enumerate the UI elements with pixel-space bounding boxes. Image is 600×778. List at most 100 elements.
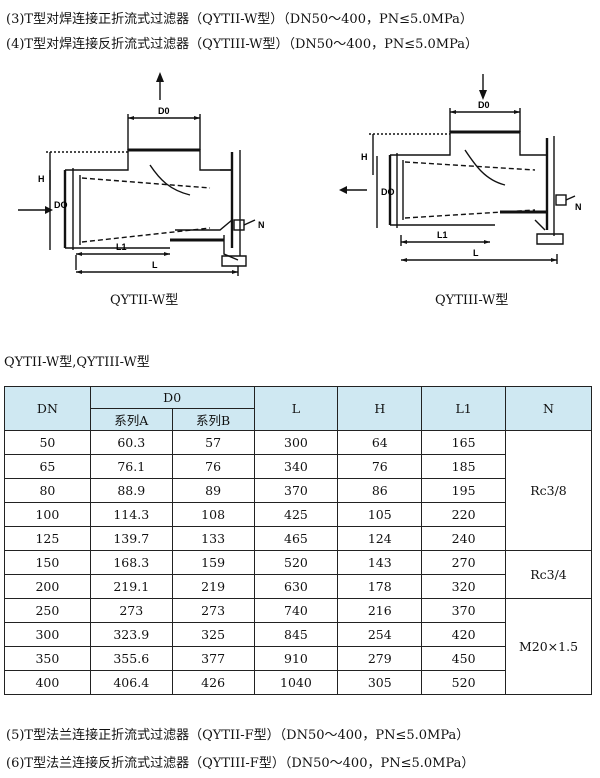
header-h: H: [337, 386, 423, 431]
cell-l1: 420: [421, 622, 507, 647]
cell-h: 178: [337, 574, 423, 599]
cell-series-a: 323.9: [89, 622, 173, 647]
header-series-a: 系列A: [89, 408, 173, 431]
label-l-left: L: [152, 260, 158, 270]
cell-series-b: 159: [171, 550, 255, 575]
cell-l: 425: [253, 502, 339, 527]
drawing-qytiii-w: D0 H DO L1 L N: [339, 74, 582, 264]
cell-h: 76: [337, 454, 423, 479]
cell-series-a: 88.9: [89, 478, 173, 503]
cell-l: 630: [253, 574, 339, 599]
label-d0-right: D0: [478, 100, 490, 110]
cell-l: 300: [253, 430, 339, 455]
footer-line-6: (6)T型法兰连接反折流式过滤器（QYTIII-F型）（DN50～400，PN≤…: [6, 756, 475, 771]
cell-l1: 195: [421, 478, 507, 503]
cell-series-b: 133: [171, 526, 255, 551]
caption-qytiii-w: QYTIII-W型: [435, 293, 509, 308]
cell-l1: 220: [421, 502, 507, 527]
footer-line-5: (5)T型法兰连接正折流式过滤器（QYTII-F型）（DN50～400，PN≤5…: [6, 728, 470, 743]
cell-h: 305: [337, 670, 423, 695]
cell-l: 370: [253, 478, 339, 503]
cell-h: 143: [337, 550, 423, 575]
cell-series-a: 219.1: [89, 574, 173, 599]
cell-l1: 165: [421, 430, 507, 455]
cell-dn: 400: [4, 670, 91, 695]
cell-dn: 80: [4, 478, 91, 503]
cell-h: 105: [337, 502, 423, 527]
header-d0: D0: [89, 386, 255, 409]
cell-l: 845: [253, 622, 339, 647]
cell-l1: 520: [421, 670, 507, 695]
header-n: N: [505, 386, 592, 431]
cell-l: 465: [253, 526, 339, 551]
cell-dn: 200: [4, 574, 91, 599]
cell-series-b: 377: [171, 646, 255, 671]
label-do-left: DO: [54, 200, 68, 210]
drawing-qytii-w: D0 H DO L1 L N: [18, 72, 265, 276]
cell-l: 740: [253, 598, 339, 623]
label-h-right: H: [361, 152, 368, 162]
header-l1: L1: [421, 386, 507, 431]
cell-series-b: 108: [171, 502, 255, 527]
cell-series-b: 273: [171, 598, 255, 623]
cell-h: 254: [337, 622, 423, 647]
caption-qytii-w: QYTII-W型: [110, 293, 179, 308]
cell-series-a: 406.4: [89, 670, 173, 695]
cell-dn: 250: [4, 598, 91, 623]
cell-series-b: 325: [171, 622, 255, 647]
cell-l1: 185: [421, 454, 507, 479]
label-l1-right: L1: [437, 230, 448, 240]
header-line-3: (3)T型对焊连接正折流式过滤器（QYTII-W型）（DN50～400，PN≤5…: [6, 12, 473, 27]
table-title: QYTII-W型,QYTIII-W型: [4, 355, 150, 370]
header-series-b: 系列B: [171, 408, 255, 431]
cell-series-b: 426: [171, 670, 255, 695]
cell-h: 216: [337, 598, 423, 623]
header-dn: DN: [4, 386, 91, 431]
cell-l: 520: [253, 550, 339, 575]
cell-l1: 370: [421, 598, 507, 623]
cell-series-a: 76.1: [89, 454, 173, 479]
label-do-right: DO: [381, 187, 395, 197]
cell-series-b: 89: [171, 478, 255, 503]
cell-dn: 100: [4, 502, 91, 527]
header-l: L: [253, 386, 339, 431]
cell-series-a: 139.7: [89, 526, 173, 551]
cell-l1: 270: [421, 550, 507, 575]
cell-series-a: 114.3: [89, 502, 173, 527]
label-l1-left: L1: [116, 242, 127, 252]
cell-dn: 125: [4, 526, 91, 551]
cell-l: 340: [253, 454, 339, 479]
cell-n-group-2: Rc3/4: [505, 550, 592, 599]
cell-dn: 65: [4, 454, 91, 479]
cell-dn: 300: [4, 622, 91, 647]
cell-series-b: 57: [171, 430, 255, 455]
cell-series-a: 273: [89, 598, 173, 623]
label-d0-left: D0: [158, 106, 170, 116]
cell-l1: 450: [421, 646, 507, 671]
label-n-right: N: [575, 202, 582, 212]
cell-series-a: 355.6: [89, 646, 173, 671]
cell-h: 124: [337, 526, 423, 551]
cell-l1: 320: [421, 574, 507, 599]
label-l-right: L: [473, 248, 479, 258]
label-h-left: H: [38, 174, 45, 184]
cell-series-a: 60.3: [89, 430, 173, 455]
cell-n-group-3: M20×1.5: [505, 598, 592, 695]
cell-l1: 240: [421, 526, 507, 551]
label-n-left: N: [258, 220, 265, 230]
cell-h: 64: [337, 430, 423, 455]
cell-l: 1040: [253, 670, 339, 695]
header-line-4: (4)T型对焊连接反折流式过滤器（QYTIII-W型）（DN50～400，PN≤…: [6, 37, 479, 52]
cell-series-b: 76: [171, 454, 255, 479]
